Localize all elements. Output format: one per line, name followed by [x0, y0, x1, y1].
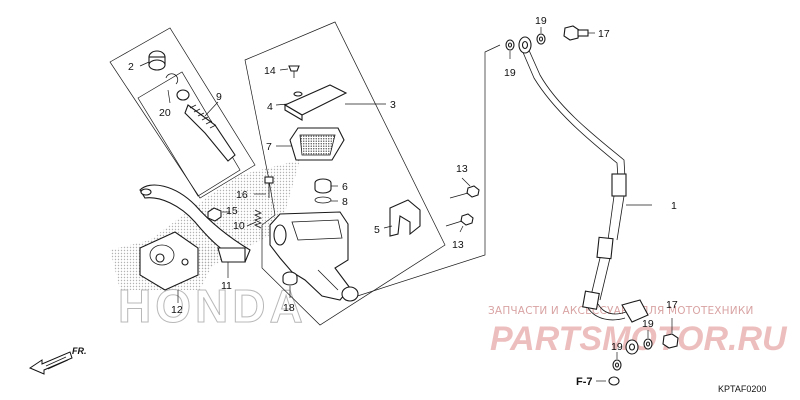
- part-screw-small: [279, 65, 300, 78]
- part-washer-upper-b: [505, 39, 515, 59]
- label-part-9: 9: [216, 91, 222, 103]
- part-bracket: [383, 199, 421, 237]
- label-part-8: 8: [342, 196, 348, 208]
- label-part-10: 10: [233, 220, 245, 232]
- label-part-17-lower: 17: [666, 299, 678, 311]
- label-part-19-lower-a: 19: [642, 318, 654, 330]
- label-part-7: 7: [266, 141, 272, 153]
- group-box-piston-detail: [137, 71, 241, 197]
- watermark-brand: PARTSMOTOR.RU: [490, 320, 788, 358]
- part-circlip: [165, 73, 179, 104]
- part-washer-upper-a: [536, 27, 546, 45]
- part-brake-lever: [139, 184, 251, 278]
- part-pivot-bolt: [254, 176, 274, 198]
- label-part-6: 6: [342, 181, 348, 193]
- label-part-3: 3: [390, 99, 396, 111]
- part-piston-set: [176, 89, 236, 162]
- label-part-5: 5: [374, 224, 380, 236]
- part-o-ring: [314, 196, 338, 204]
- part-washer-lower-a: [643, 330, 653, 350]
- part-brake-hose: [521, 47, 652, 323]
- part-lower-banjo: [625, 339, 639, 355]
- label-part-2: 2: [128, 61, 134, 73]
- part-spring: [246, 209, 263, 229]
- part-upper-banjo: [518, 36, 532, 54]
- label-part-16: 16: [236, 189, 248, 201]
- label-part-18: 18: [283, 302, 295, 314]
- part-holder: [139, 231, 199, 303]
- label-part-14: 14: [264, 65, 276, 77]
- watermark: ЗАПЧАСТИ И АКСЕССУАРЫ ДЛЯ МОТОТЕХНИКИ PA…: [488, 305, 788, 358]
- part-banjo-bolt-upper: [563, 25, 595, 41]
- callout-labels: 1 2 3 4 5 6 7 8 9 10 11 12 13 13 14 15 1…: [128, 15, 678, 353]
- front-direction-label: FR.: [72, 346, 87, 356]
- label-part-4: 4: [267, 101, 273, 113]
- part-bolt-lower: [445, 213, 474, 233]
- group-box-master-cylinder: [244, 21, 446, 326]
- front-direction-indicator: FR.: [28, 346, 87, 375]
- label-part-12: 12: [171, 304, 183, 316]
- group-box-piston-kit: [109, 27, 256, 199]
- cross-reference-label: F-7: [576, 376, 593, 388]
- hose-leader-bracket: [344, 44, 501, 301]
- label-part-19-upper-a: 19: [535, 15, 547, 27]
- part-reservoir-cap: [275, 84, 348, 121]
- honda-logo-text: HONDA: [118, 280, 307, 332]
- label-part-19-upper-b: 19: [504, 67, 516, 79]
- label-part-11: 11: [221, 280, 232, 292]
- part-diaphragm: [276, 127, 345, 161]
- label-part-17-upper: 17: [598, 28, 610, 40]
- part-master-cylinder-body: [269, 211, 359, 302]
- part-boot: [139, 50, 166, 71]
- label-part-1: 1: [671, 200, 677, 212]
- label-part-20: 20: [159, 107, 171, 119]
- part-seal-cup: [314, 178, 338, 194]
- part-banjo-bolt-lower: [662, 318, 679, 349]
- part-cap: [282, 271, 298, 298]
- diagram-code: KPTAF0200: [718, 384, 766, 394]
- label-part-13-lower: 13: [452, 239, 464, 251]
- part-bolt-upper: [449, 177, 480, 199]
- label-part-15: 15: [226, 205, 238, 217]
- cross-reference: F-7: [576, 376, 620, 388]
- label-part-19-lower-b: 19: [611, 341, 623, 353]
- part-washer-lower-b: [612, 352, 622, 371]
- label-part-13-upper: 13: [456, 163, 468, 175]
- watermark-subtitle: ЗАПЧАСТИ И АКСЕССУАРЫ ДЛЯ МОТОТЕХНИКИ: [488, 305, 754, 317]
